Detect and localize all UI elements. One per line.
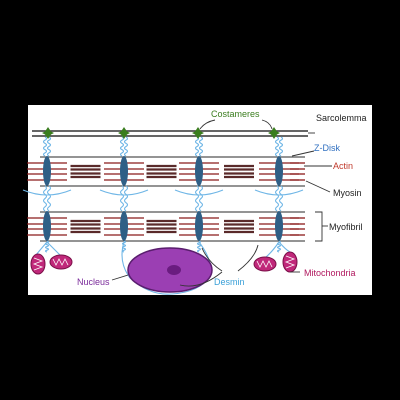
z-disk [120,156,128,186]
costamere [268,127,280,139]
mitochondrion-right-2 [282,251,298,273]
mitochondrion-left-1 [30,253,46,275]
z-disk [195,156,203,186]
mitochondrion-right-1 [253,256,277,272]
desmin-strand [123,136,129,157]
mitochondrion-left-2 [49,254,73,270]
desmin-strand [119,185,125,212]
desmin-strand [278,136,284,157]
myosin-label: Myosin [333,188,362,198]
desmin-strand [198,185,204,212]
nucleus-label: Nucleus [77,277,110,287]
desmin-strand [46,136,52,157]
costamere [192,127,204,139]
costameres-label: Costameres [211,109,260,119]
desmin-strand [42,136,48,157]
desmin-label: Desmin [214,277,245,287]
desmin-strand [274,185,280,212]
z-disks [43,156,283,241]
desmin-pointers [179,244,259,287]
desmin-strand [46,241,61,256]
z-disk [195,211,203,241]
zdisk-label: Z-Disk [314,143,340,153]
z-disk [43,156,51,186]
costameres-pointers [199,119,273,130]
desmin-strand [99,189,149,196]
desmin-strand [46,185,52,212]
desmin-strand [194,136,200,157]
desmin-strand [123,185,129,212]
desmin-strand [119,136,125,157]
desmin-strand [198,136,204,157]
myofibril-label: Myofibril [329,222,363,232]
costameres [42,127,280,139]
desmin-strand [22,189,72,196]
costamere [118,127,130,139]
z-disk [43,211,51,241]
desmin-strand [174,189,224,196]
nucleus [127,247,213,293]
z-disk [275,211,283,241]
desmin-strand [278,185,284,212]
z-disk [120,211,128,241]
desmin-strand [194,185,200,212]
desmin-strand [42,185,48,212]
sarcolemma-membrane [32,130,308,137]
desmin-strand [254,189,304,196]
costamere [42,127,54,139]
desmin-strand [265,241,280,258]
desmin-strand [274,136,280,157]
z-disk [275,156,283,186]
actin-label: Actin [333,161,353,171]
nucleus-pointer [111,274,129,281]
label-pointers [290,132,332,273]
mitochondria-label: Mitochondria [304,268,356,278]
sarcolemma-label: Sarcolemma [316,113,367,123]
